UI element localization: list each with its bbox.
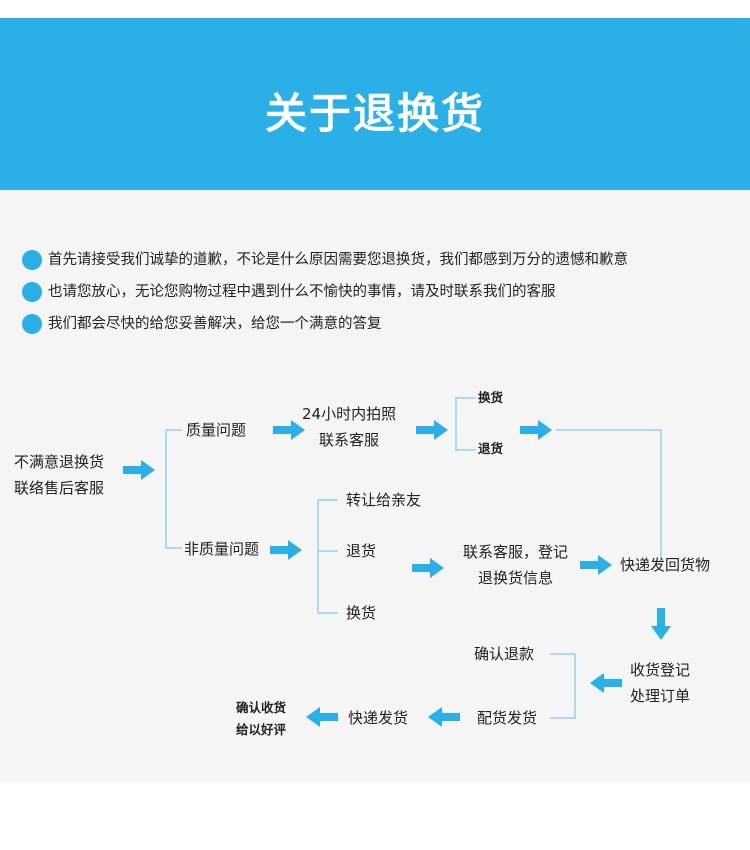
connector-line — [165, 429, 182, 549]
arrow-left-icon — [306, 707, 338, 727]
connector-lines — [165, 397, 662, 719]
connector-line — [317, 499, 338, 614]
node-label: 联系客服，登记 — [463, 543, 569, 561]
connector-line — [550, 653, 576, 719]
return-node: 退货 — [346, 542, 377, 560]
node-label: 联系客服 — [319, 431, 380, 449]
note-text: 首先请接受我们诚挚的道歉，不论是什么原因需要您退换货，我们都感到万分的遗憾和歉意 — [48, 252, 628, 268]
quality-issue-node: 质量问题 — [186, 421, 247, 439]
arrow-left-icon — [428, 707, 460, 727]
photo-node: 24小时内拍照 联系客服 — [302, 401, 396, 453]
refund-node: 确认退款 — [474, 645, 535, 663]
bullet-dot-icon — [22, 282, 42, 302]
exchange-node: 换货 — [346, 604, 377, 622]
exchange-node: 换货 — [478, 390, 504, 405]
transfer-node: 转让给亲友 — [346, 491, 422, 509]
confirm-node: 确认收货 给以好评 — [236, 697, 286, 741]
page-title: 关于退换货 — [264, 89, 485, 138]
header-banner: 关于退换货 — [0, 18, 750, 190]
register-node: 联系客服，登记 退换货信息 — [463, 539, 568, 591]
bullet-dot-icon — [22, 250, 42, 270]
express-send-node: 快递发货 — [348, 709, 409, 727]
arrow-right-icon — [580, 555, 612, 575]
receive-node: 收货登记 处理订单 — [630, 657, 690, 709]
node-label: 处理订单 — [630, 687, 691, 705]
bullet-dot-icon — [22, 314, 42, 334]
content-panel — [0, 190, 750, 782]
non-quality-issue-node: 非质量问题 — [184, 540, 260, 558]
arrow-left-icon — [590, 673, 622, 693]
arrow-right-icon — [270, 540, 302, 560]
arrow-right-icon — [412, 558, 444, 578]
node-label: 确认收货 — [236, 700, 287, 715]
dispatch-node: 配货发货 — [477, 709, 538, 727]
node-label: 收货登记 — [630, 661, 691, 679]
connector-line — [556, 429, 662, 561]
express-back-node: 快递发回货物 — [620, 556, 711, 574]
return-node: 退货 — [478, 441, 504, 456]
start-node: 不满意退换货 联络售后客服 — [14, 449, 104, 501]
node-label: 不满意退换货 — [14, 453, 105, 471]
arrow-down-icon — [651, 608, 671, 640]
note-text: 也请您放心，无论您购物过程中遇到什么不愉快的事情，请及时联系我们的客服 — [48, 284, 556, 300]
connector-line — [455, 397, 476, 451]
note-text: 我们都会尽快的给您妥善解决，给您一个满意的答复 — [48, 316, 382, 332]
arrow-right-icon — [520, 420, 552, 440]
arrow-right-icon — [416, 420, 448, 440]
arrow-right-icon — [123, 460, 155, 480]
arrow-right-icon — [273, 420, 305, 440]
node-label: 24小时内拍照 — [302, 405, 397, 423]
node-label: 给以好评 — [236, 722, 287, 737]
node-label: 退换货信息 — [478, 569, 554, 587]
node-label: 联络售后客服 — [14, 479, 105, 497]
